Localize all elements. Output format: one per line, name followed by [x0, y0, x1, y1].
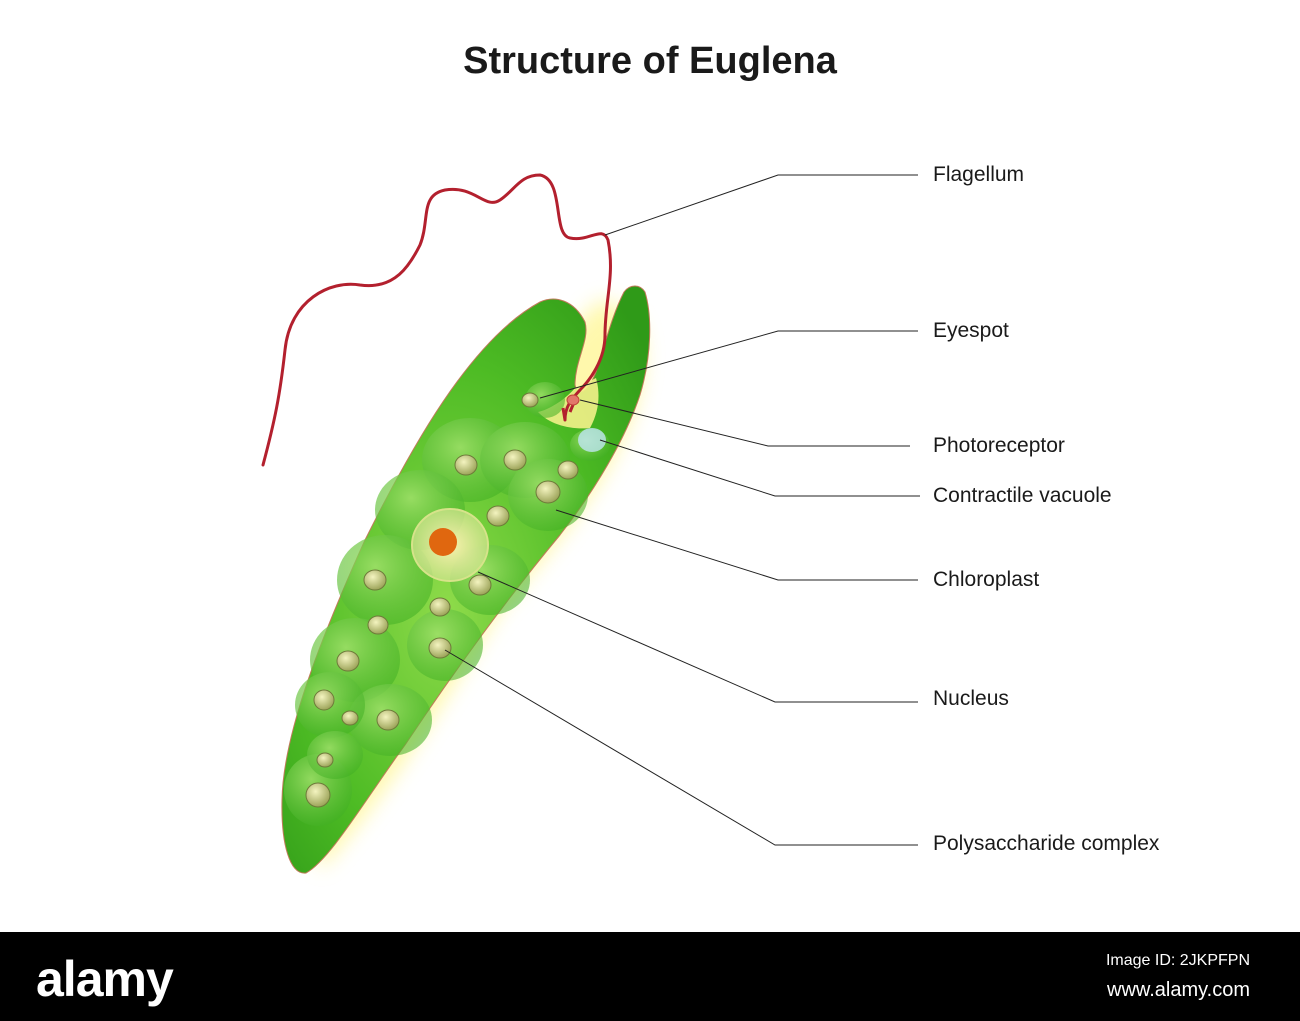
label-chloroplast: Chloroplast	[933, 568, 1040, 591]
eyespot	[566, 394, 580, 406]
leader-lines	[444, 174, 920, 846]
brand-logo: alamy	[36, 951, 174, 1007]
label-nucleus: Nucleus	[933, 687, 1009, 710]
site-url: www.alamy.com	[1107, 979, 1250, 1001]
paramylon-grains	[305, 392, 579, 808]
watermark-footer: alamy Image ID: 2JKPFPN www.alamy.com	[0, 932, 1300, 1021]
euglena-diagram: Structure of Euglena	[261, 40, 1160, 874]
euglena-illustration	[261, 173, 920, 874]
label-contractile-vacuole: Contractile vacuole	[933, 484, 1112, 507]
flagellum	[261, 173, 612, 467]
contractile-vacuole	[578, 428, 606, 452]
label-eyespot: Eyespot	[933, 319, 1009, 342]
label-flagellum: Flagellum	[933, 163, 1025, 186]
label-polysaccharide-complex: Polysaccharide complex	[933, 832, 1160, 855]
nucleus	[411, 508, 489, 582]
label-photoreceptor: Photoreceptor	[933, 434, 1065, 457]
image-id: Image ID: 2JKPFPN	[1105, 952, 1250, 969]
diagram-title: Structure of Euglena	[463, 40, 837, 82]
